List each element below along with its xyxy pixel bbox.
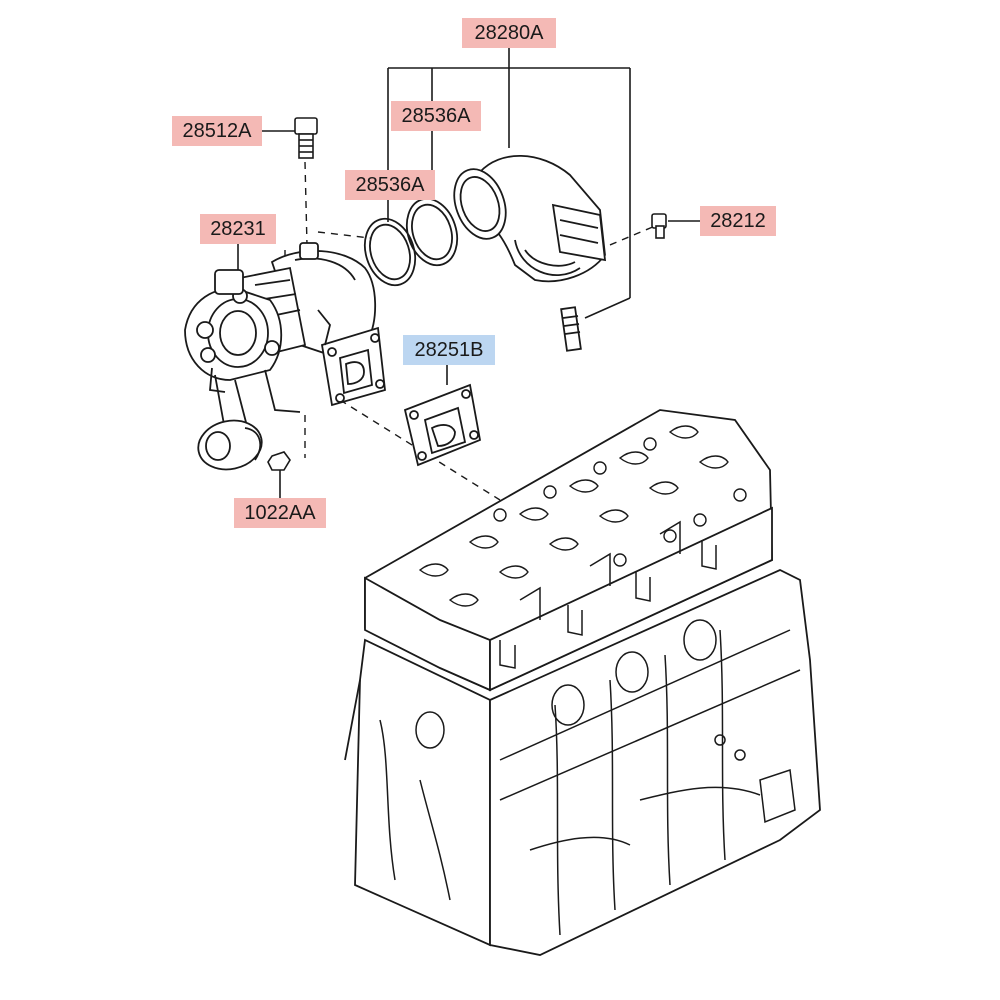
- engine-block: [344, 409, 821, 956]
- ring-gaskets: [363, 197, 459, 287]
- part-label-turbo-nut[interactable]: 1022AA: [234, 498, 326, 528]
- turbocharger: [184, 242, 386, 471]
- part-label-turbocharger[interactable]: 28231: [200, 214, 276, 244]
- part-label-elbow-bolt[interactable]: 28212: [700, 206, 776, 236]
- part-label-ring-gasket-upper[interactable]: 28536A: [391, 101, 481, 131]
- turbo-manifold-gasket: [403, 383, 482, 467]
- part-label-manifold-gasket[interactable]: 28251B: [403, 335, 495, 365]
- turbo-outlet-elbow: [453, 155, 607, 352]
- turbo-nut: [267, 451, 291, 471]
- oil-feed-bolt: [294, 117, 318, 159]
- part-label-ring-gasket-lower[interactable]: 28536A: [345, 170, 435, 200]
- part-label-oil-feed-bolt[interactable]: 28512A: [172, 116, 262, 146]
- part-label-turbo-outlet-elbow[interactable]: 28280A: [462, 18, 556, 48]
- leader-lines: [237, 48, 700, 498]
- elbow-bolt: [651, 213, 667, 239]
